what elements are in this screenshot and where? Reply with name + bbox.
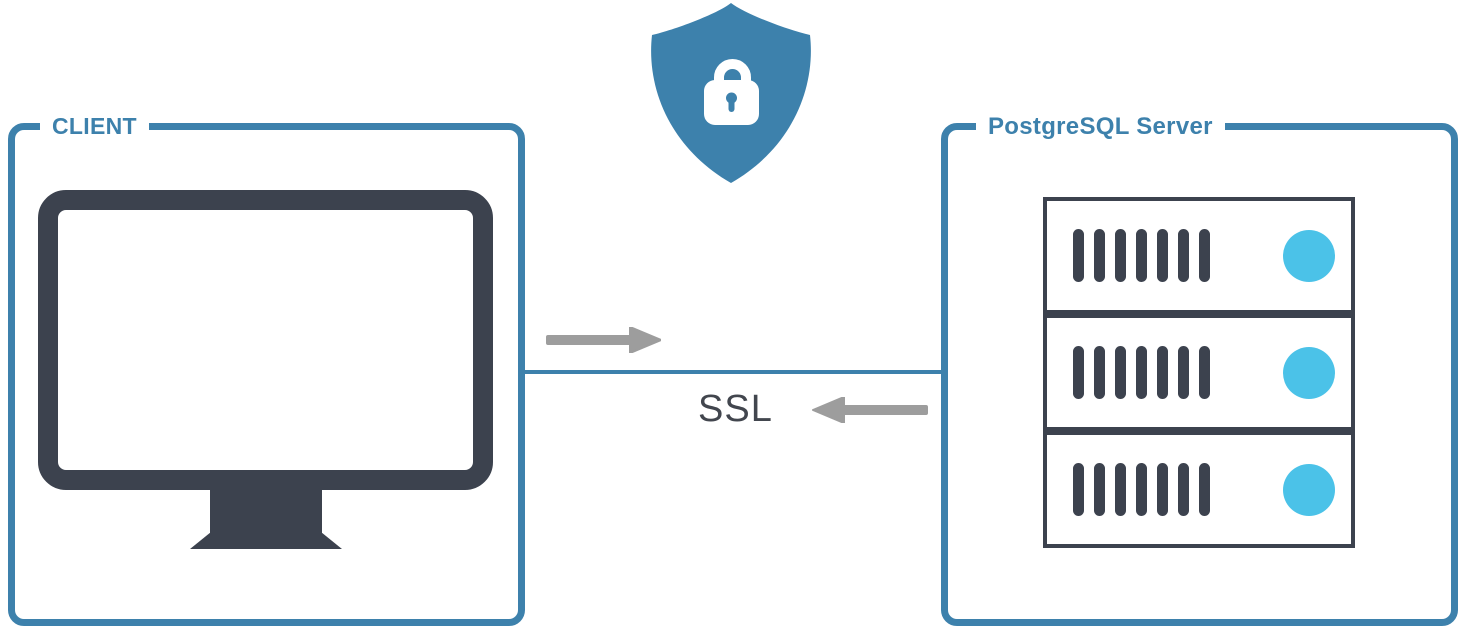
vent-bar — [1136, 229, 1147, 282]
monitor-stand-neck — [210, 488, 322, 535]
ssl-label: SSL — [698, 388, 773, 430]
arrow-left-icon — [812, 397, 928, 423]
client-box: CLIENT — [8, 111, 525, 626]
vent-bars — [1073, 229, 1210, 282]
connection-line — [525, 370, 941, 374]
server-unit — [1047, 435, 1351, 544]
postgresql-server-box-label: PostgreSQL Server — [976, 111, 1225, 142]
vent-bar — [1157, 229, 1168, 282]
lock-keyhole-stem — [728, 99, 735, 112]
monitor-stand-foot — [190, 533, 342, 549]
vent-bar — [1073, 463, 1084, 516]
vent-bar — [1115, 229, 1126, 282]
vent-bar — [1115, 463, 1126, 516]
vent-bar — [1073, 346, 1084, 399]
server-unit — [1047, 318, 1351, 435]
vent-bar — [1157, 463, 1168, 516]
vent-bar — [1094, 346, 1105, 399]
vent-bar — [1178, 229, 1189, 282]
indicator-light — [1283, 346, 1335, 399]
vent-bar — [1094, 229, 1105, 282]
vent-bar — [1136, 346, 1147, 399]
vent-bar — [1115, 346, 1126, 399]
vent-bar — [1073, 229, 1084, 282]
client-box-label: CLIENT — [40, 111, 149, 142]
vent-bar — [1199, 346, 1210, 399]
vent-bar — [1199, 229, 1210, 282]
indicator-light — [1283, 229, 1335, 282]
vent-bars — [1073, 346, 1210, 399]
postgresql-server-box: PostgreSQL Server — [941, 111, 1458, 626]
monitor-screen — [38, 190, 493, 490]
lock-shackle — [714, 59, 751, 88]
vent-bar — [1199, 463, 1210, 516]
server-unit — [1047, 201, 1351, 318]
vent-bar — [1094, 463, 1105, 516]
shield-lock-icon — [651, 3, 811, 183]
vent-bar — [1136, 463, 1147, 516]
vent-bar — [1178, 463, 1189, 516]
arrow-right-icon — [546, 327, 661, 353]
vent-bars — [1073, 463, 1210, 516]
lock-keyhole — [726, 92, 737, 104]
vent-bar — [1178, 346, 1189, 399]
vent-bar — [1157, 346, 1168, 399]
indicator-light — [1283, 463, 1335, 516]
server-rack-icon — [1043, 197, 1355, 548]
